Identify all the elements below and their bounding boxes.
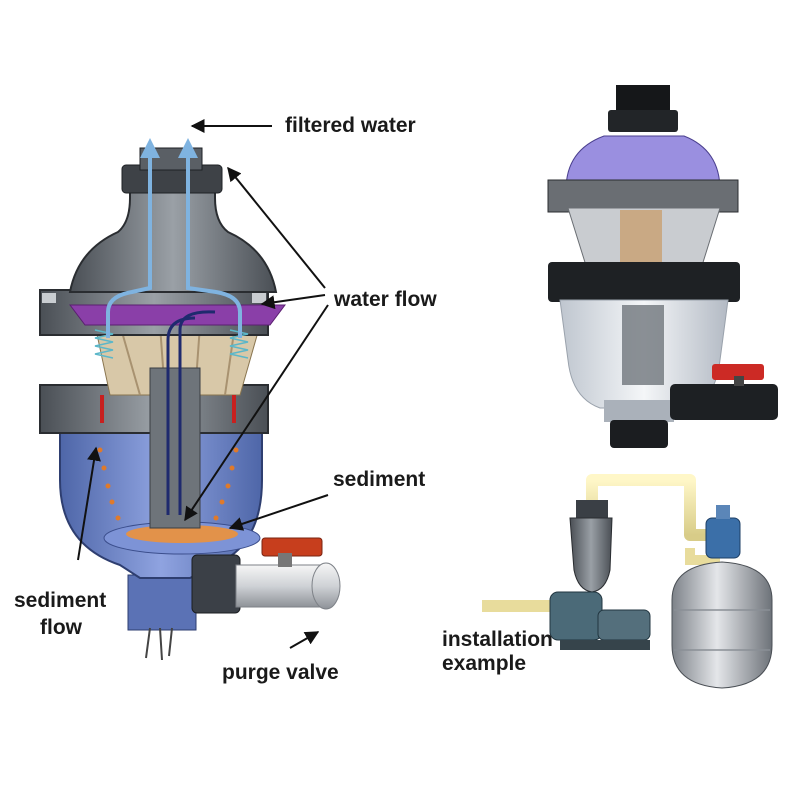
label-purge-valve: purge valve — [222, 661, 339, 684]
label-filtered-water: filtered water — [285, 114, 416, 137]
label-water-flow: water flow — [333, 288, 437, 311]
arrow-sediment — [228, 494, 329, 531]
callout-arrows — [77, 119, 329, 649]
arrow-sediment-flow — [77, 446, 101, 561]
arrow-water-flow-to-plate — [260, 294, 326, 310]
filter-cutaway-illustration — [39, 138, 341, 661]
label-installation-line2: example — [442, 652, 526, 675]
label-sediment-flow-line2: flow — [40, 616, 83, 639]
arrow-purge-valve — [289, 631, 320, 649]
arrow-water-flow-to-top — [227, 166, 326, 289]
installation-example-illustration — [482, 474, 773, 689]
label-sediment-flow-line1: sediment — [14, 589, 106, 612]
filter-product-photo — [547, 85, 778, 448]
label-installation-line1: installation — [442, 628, 553, 651]
arrow-water-flow-to-column — [184, 304, 329, 522]
label-sediment: sediment — [333, 468, 425, 491]
